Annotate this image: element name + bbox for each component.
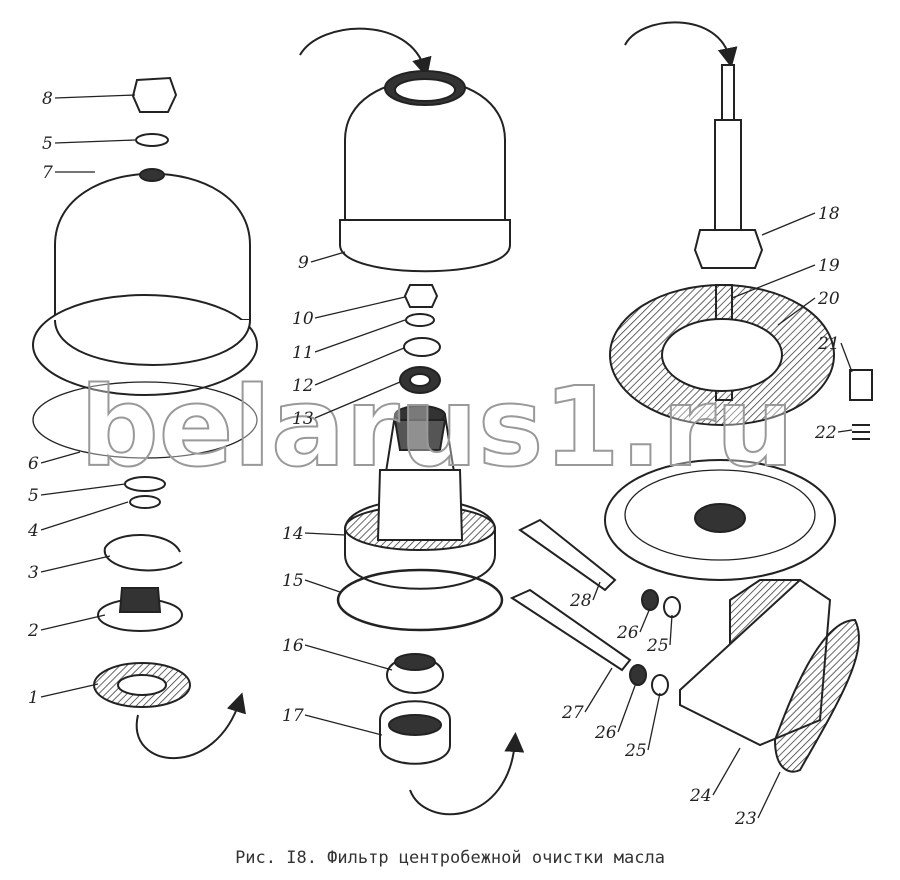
leader-line-6 <box>40 451 81 464</box>
callout-label-6: 6 <box>28 454 39 474</box>
figure-caption: Рис. I8. Фильтр центробежной очистки мас… <box>235 848 665 868</box>
callout-label-1: 1 <box>28 688 39 708</box>
axle-tip <box>721 64 735 126</box>
callout-label-12: 12 <box>292 376 314 396</box>
bolt-27 <box>509 588 632 672</box>
callout-label-26b: 26 <box>594 723 617 743</box>
callout-label-16: 16 <box>282 636 304 656</box>
callout-label-25a: 25 <box>646 636 669 656</box>
leader-line-5a <box>54 139 136 144</box>
leader-line-9 <box>310 251 346 263</box>
rotation-arrow-top-right <box>624 21 738 68</box>
leader-line-13 <box>314 381 401 419</box>
leader-line-27 <box>584 667 613 713</box>
nut-10 <box>403 284 439 308</box>
cap-7 <box>54 172 251 321</box>
leader-line-12 <box>314 347 405 386</box>
leader-line-10 <box>314 296 406 319</box>
leader-line-22 <box>837 429 853 433</box>
leader-line-14 <box>304 532 346 536</box>
leader-line-8 <box>54 94 136 99</box>
leader-line-11 <box>314 319 406 353</box>
leader-line-15 <box>304 579 341 593</box>
leader-line-23 <box>757 771 781 819</box>
leader-line-17 <box>304 714 383 736</box>
rotation-arrow-top-mid <box>299 27 432 78</box>
callout-label-27: 27 <box>561 703 584 723</box>
leader-line-19 <box>731 264 816 299</box>
leader-line-28 <box>592 581 601 601</box>
callout-label-3: 3 <box>28 563 39 583</box>
callout-label-19: 19 <box>818 256 840 276</box>
callout-label-9: 9 <box>298 253 309 273</box>
rotation-arrow-bottom-mid <box>409 732 525 816</box>
leader-line-18 <box>761 212 816 236</box>
rotation-arrow-left <box>135 692 246 760</box>
callout-label-21: 21 <box>817 334 840 354</box>
washer-25-top <box>663 596 681 618</box>
leader-line-26b <box>617 682 637 733</box>
callout-label-22: 22 <box>814 423 837 443</box>
leader-line-2 <box>40 614 106 631</box>
gasket-23 <box>773 618 860 773</box>
washer-26-bottom <box>629 664 647 686</box>
callout-label-5b: 5 <box>28 486 39 506</box>
callout-label-18: 18 <box>818 204 840 224</box>
leader-line-3 <box>40 555 111 573</box>
callout-label-11: 11 <box>292 343 314 363</box>
callout-label-23: 23 <box>734 809 757 829</box>
rotor-assembly <box>299 27 525 816</box>
callout-label-28: 28 <box>569 591 592 611</box>
callout-labels: 8576543219101112131415161718192021222826… <box>27 89 853 829</box>
plug-8 <box>131 76 178 113</box>
callout-label-10: 10 <box>292 309 314 329</box>
callout-label-15: 15 <box>282 571 304 591</box>
leader-line-21 <box>840 342 853 373</box>
leader-line-5b <box>40 483 126 496</box>
seal-ring-6 <box>32 381 258 459</box>
leader-line-25b <box>647 692 661 751</box>
washer-5-top <box>135 133 169 147</box>
seal-ring-15 <box>336 568 504 632</box>
callout-label-8: 8 <box>42 89 53 109</box>
fitting-18 <box>693 229 764 269</box>
filter-cap-assembly <box>32 76 258 760</box>
washer-25-bottom <box>651 674 669 696</box>
leader-line-16 <box>304 644 393 671</box>
bolt-28 <box>518 518 617 592</box>
callout-label-17: 17 <box>282 706 304 726</box>
callout-label-24: 24 <box>689 786 712 806</box>
leader-line-20 <box>777 297 816 326</box>
leader-line-26a <box>639 607 651 633</box>
washer-26-top <box>641 589 659 611</box>
washer-11 <box>405 313 435 327</box>
leader-line-4 <box>40 501 129 531</box>
lock-washer-12 <box>403 337 441 357</box>
leader-line-25a <box>669 614 673 646</box>
leader-line-24 <box>712 747 741 796</box>
circlip-3 <box>103 534 183 572</box>
callout-label-26a: 26 <box>616 623 639 643</box>
watermark: belarus1.ru <box>80 363 794 491</box>
washer-4 <box>129 495 161 509</box>
callout-label-13: 13 <box>292 409 314 429</box>
callout-label-2: 2 <box>27 621 39 641</box>
callout-label-14: 14 <box>282 524 304 544</box>
leader-line-1 <box>40 683 99 698</box>
callout-label-7: 7 <box>42 163 53 183</box>
callout-label-20: 20 <box>817 289 840 309</box>
housing-assembly <box>509 21 873 773</box>
valve-21 <box>849 369 873 401</box>
callout-label-4: 4 <box>27 521 39 541</box>
callout-label-25b: 25 <box>624 741 647 761</box>
spring-22 <box>852 424 870 440</box>
callout-label-5a: 5 <box>42 134 53 154</box>
